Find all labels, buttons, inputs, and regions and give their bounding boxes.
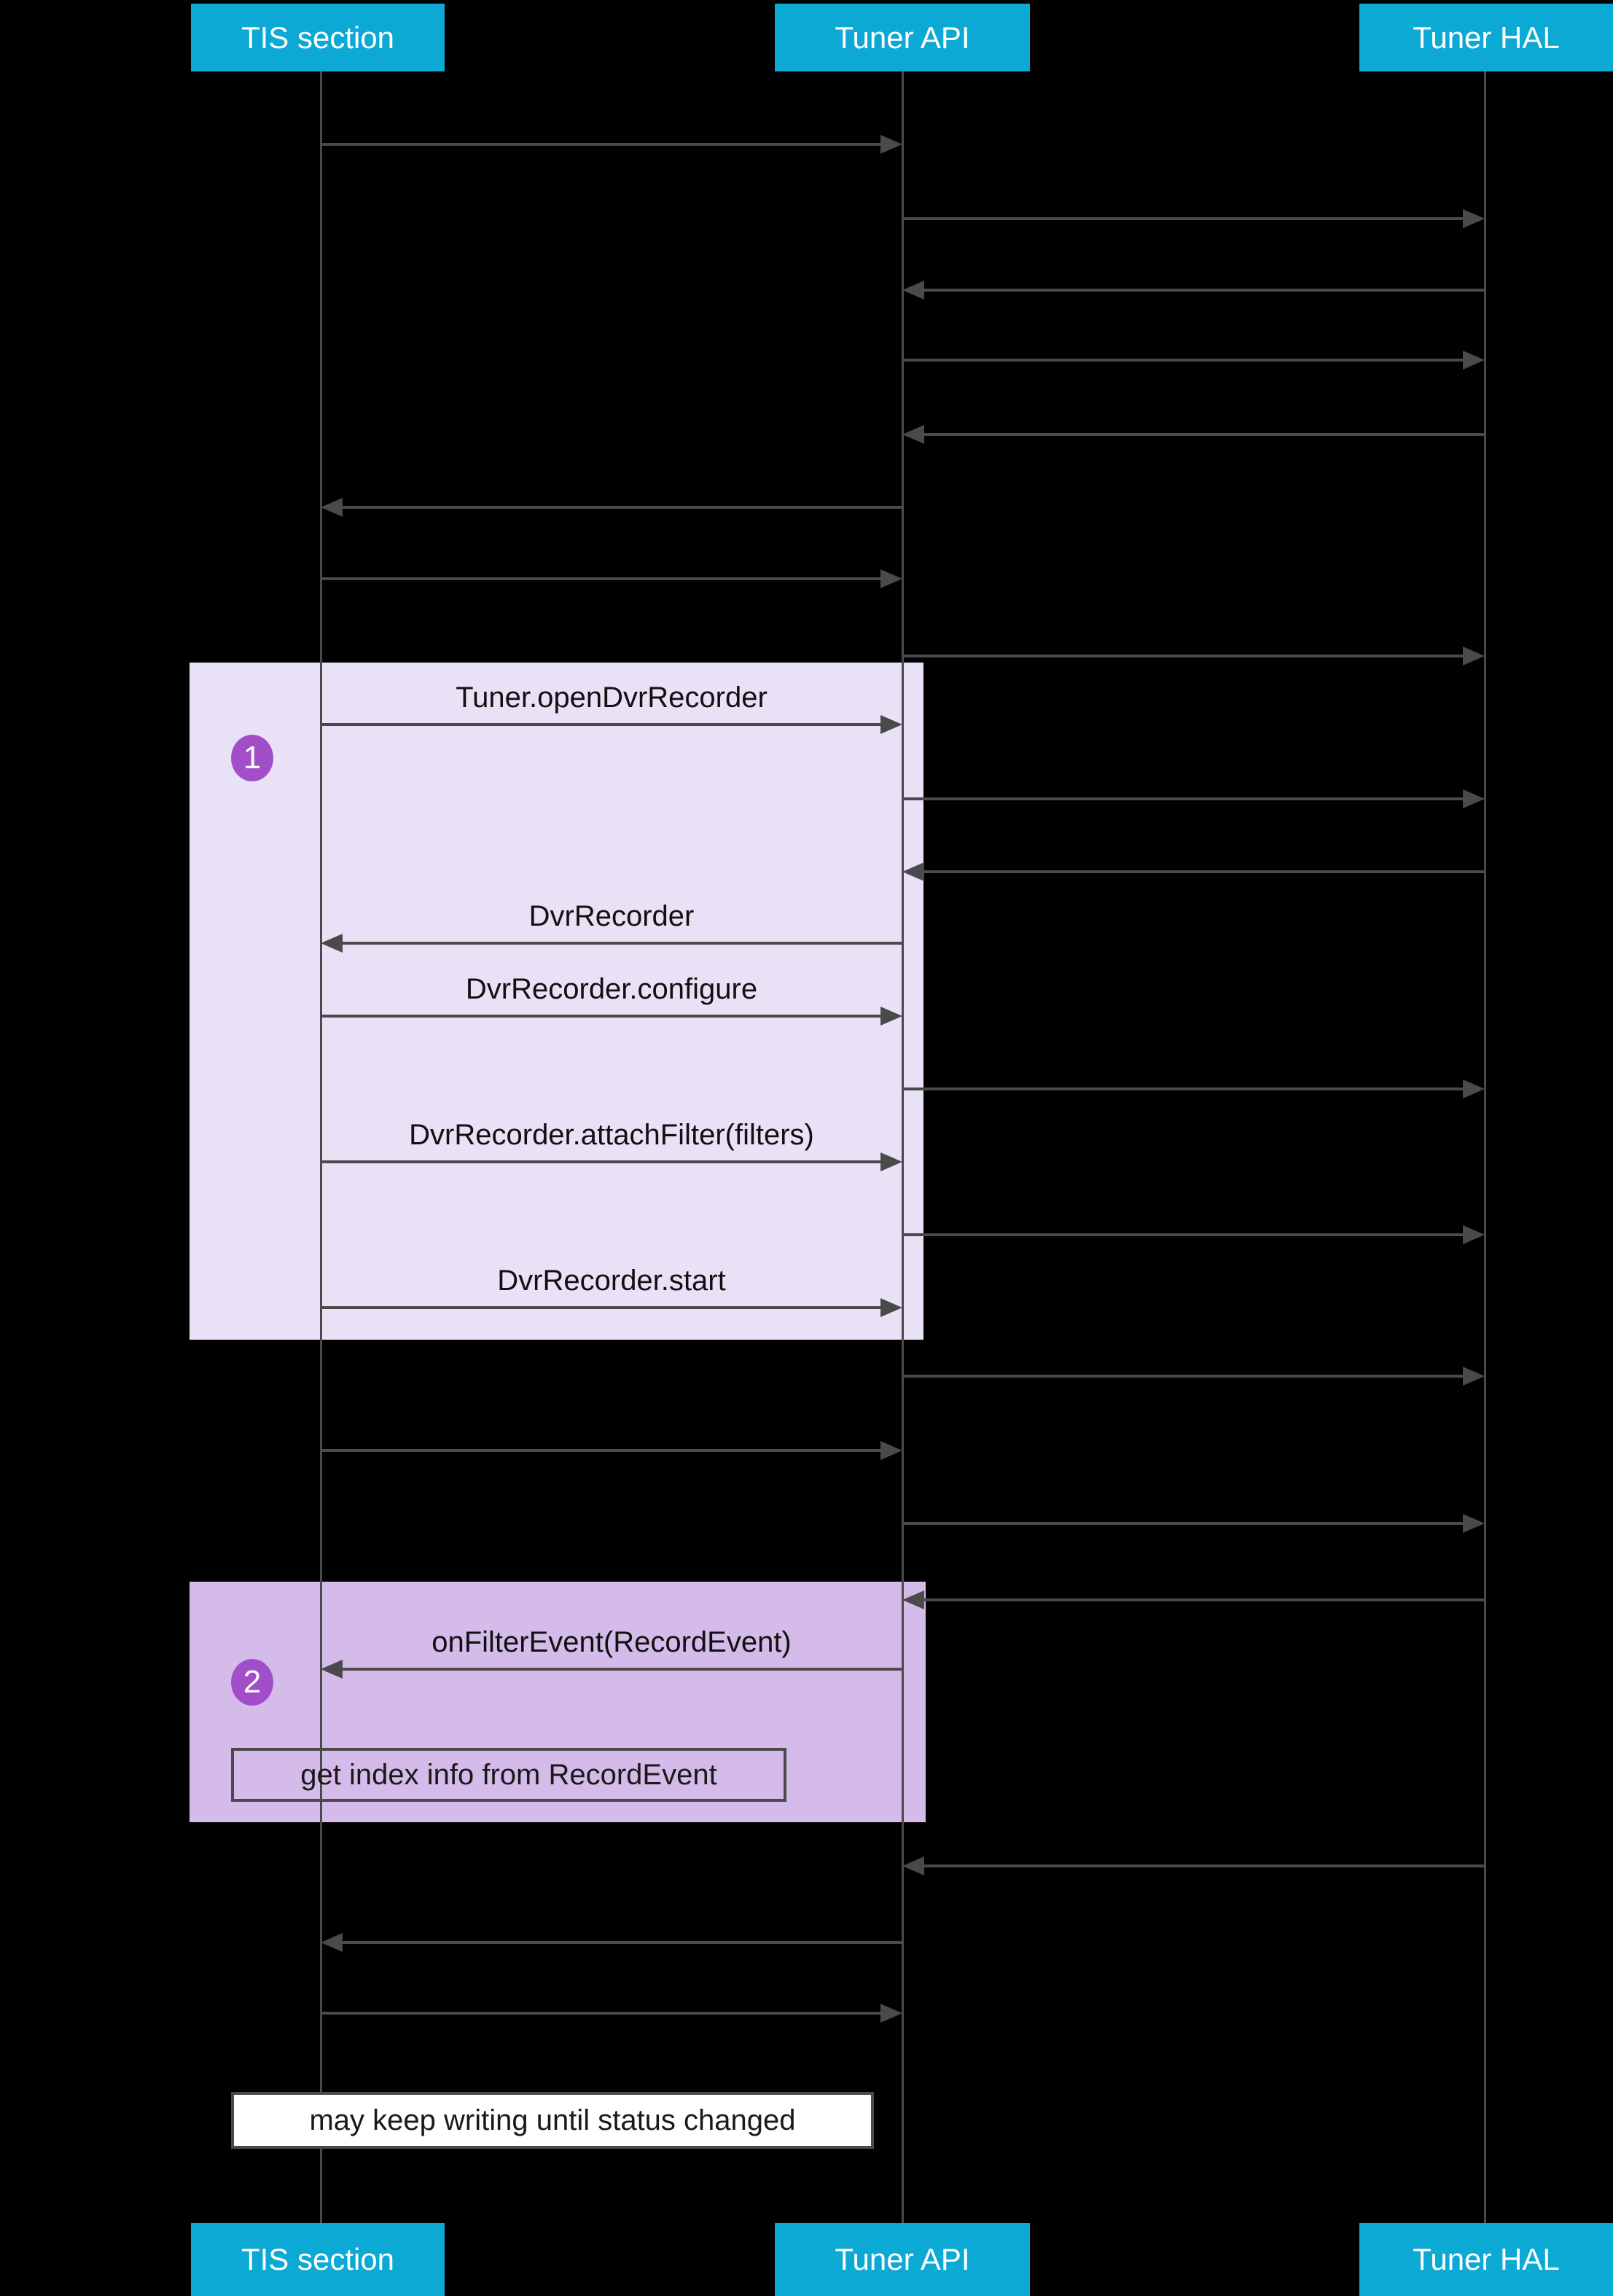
message-arrow-line [902, 1375, 1466, 1378]
arrowhead-icon [880, 135, 902, 154]
message-arrow-line [921, 1864, 1485, 1867]
message-arrow-line [321, 2012, 883, 2015]
arrowhead-icon [880, 1441, 902, 1460]
message-arrow-line [340, 1941, 902, 1944]
actor-top-hal: Tuner HAL [1359, 4, 1613, 71]
arrowhead-icon [1463, 1367, 1485, 1386]
message-arrow-line [921, 289, 1485, 292]
message-label: DvrRecorder.start [497, 1265, 726, 1297]
message-arrow-line [902, 1088, 1466, 1090]
message-arrow-line [321, 577, 883, 580]
arrowhead-icon [880, 1007, 902, 1026]
message-arrow-line [321, 723, 883, 726]
highlight-region-2 [190, 1582, 926, 1822]
step-badge: 2 [231, 1659, 273, 1706]
message-arrow-line [902, 1522, 1466, 1525]
arrowhead-icon [880, 2004, 902, 2023]
message-arrow-line [321, 143, 883, 146]
arrowhead-icon [321, 1933, 343, 1952]
actor-bottom-hal: Tuner HAL [1359, 2223, 1613, 2296]
message-label: onFilterEvent(RecordEvent) [431, 1626, 792, 1658]
arrowhead-icon [1463, 647, 1485, 665]
arrowhead-icon [1463, 789, 1485, 808]
message-arrow-line [902, 797, 1466, 800]
message-arrow-line [340, 506, 902, 509]
message-arrow-line [321, 1015, 883, 1018]
arrowhead-icon [880, 569, 902, 588]
message-arrow-line [321, 1449, 883, 1452]
message-arrow-line [921, 1598, 1485, 1601]
message-label: DvrRecorder.configure [465, 973, 758, 1005]
arrowhead-icon [902, 281, 924, 300]
message-arrow-line [902, 217, 1466, 220]
message-label: DvrRecorder.attachFilter(filters) [409, 1119, 814, 1151]
message-arrow-line [902, 655, 1466, 657]
arrowhead-icon [880, 715, 902, 734]
lifeline-api [902, 71, 904, 2223]
arrowhead-icon [902, 425, 924, 444]
message-arrow-line [340, 942, 902, 945]
message-arrow-line [921, 870, 1485, 873]
note-box: may keep writing until status changed [231, 2092, 874, 2149]
arrowhead-icon [902, 1856, 924, 1875]
arrowhead-icon [1463, 209, 1485, 228]
lifeline-tis [320, 71, 322, 2223]
message-arrow-line [902, 1233, 1466, 1236]
arrowhead-icon [902, 862, 924, 881]
note-box: get index info from RecordEvent [231, 1748, 786, 1802]
arrowhead-icon [1463, 1079, 1485, 1098]
arrowhead-icon [880, 1152, 902, 1171]
message-arrow-line [902, 359, 1466, 362]
highlight-region-1 [190, 663, 923, 1340]
message-label: DvrRecorder [528, 900, 695, 932]
arrowhead-icon [1463, 1514, 1485, 1533]
actor-bottom-tis: TIS section [191, 2223, 445, 2296]
arrowhead-icon [1463, 351, 1485, 370]
actor-top-api: Tuner API [775, 4, 1030, 71]
message-arrow-line [340, 1668, 902, 1671]
arrowhead-icon [321, 1660, 343, 1679]
actor-top-tis: TIS section [191, 4, 445, 71]
message-arrow-line [321, 1160, 883, 1163]
actor-bottom-api: Tuner API [775, 2223, 1030, 2296]
arrowhead-icon [321, 934, 343, 953]
message-label: Tuner.openDvrRecorder [456, 682, 768, 714]
arrowhead-icon [880, 1298, 902, 1317]
lifeline-hal [1484, 71, 1486, 2223]
message-arrow-line [321, 1306, 883, 1309]
arrowhead-icon [321, 498, 343, 517]
arrowhead-icon [902, 1590, 924, 1609]
message-arrow-line [921, 433, 1485, 436]
step-badge: 1 [231, 735, 273, 781]
arrowhead-icon [1463, 1225, 1485, 1244]
